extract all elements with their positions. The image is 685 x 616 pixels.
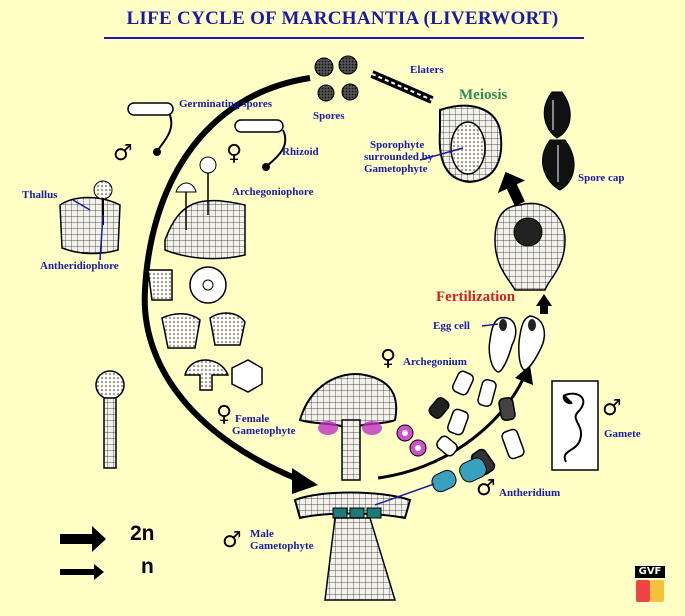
- male-symbol-icon: ♂: [113, 141, 133, 166]
- label-sporophyte-line2: surrounded by: [364, 151, 434, 163]
- spores-drawing: [314, 55, 359, 102]
- label-meiosis: Meiosis: [459, 87, 508, 103]
- male-gametophyte-drawing: [293, 483, 435, 601]
- sporophyte-drawing: [419, 104, 503, 184]
- label-female-gametophyte: Female Gametophyte: [232, 413, 296, 437]
- gvf-logo: GVF: [635, 566, 665, 604]
- label-thallus: Thallus: [22, 189, 58, 201]
- antheridiophore-plant-drawing: [59, 180, 121, 261]
- male-symbol-icon: ♂: [602, 396, 622, 421]
- logo-flower-icon: [636, 580, 650, 602]
- label-archegonium: Archegonium: [403, 356, 467, 368]
- label-sporophyte: Sporophyte surrounded by Gametophyte: [364, 139, 433, 175]
- label-elaters: Elaters: [410, 64, 444, 76]
- female-symbol-icon: ♀: [216, 402, 233, 427]
- label-germinating-spores: Germinating spores: [179, 98, 272, 110]
- label-egg-cell: Egg cell: [433, 320, 470, 332]
- label-spore-cap: Spore cap: [578, 172, 625, 184]
- archegonium-series-drawing: [428, 370, 525, 476]
- meiosis-arrow: [497, 171, 525, 207]
- stalk-drawing: [95, 370, 125, 469]
- label-sporophyte-line3: Gametophyte: [364, 163, 428, 175]
- elaters-drawing: [370, 70, 434, 104]
- label-spores: Spores: [313, 110, 345, 122]
- male-symbol-icon: ♂: [222, 528, 242, 553]
- germinating-spores-drawing: [127, 102, 287, 171]
- gamete-drawing: [551, 380, 599, 471]
- legend-haploid-label: n: [141, 555, 154, 578]
- label-male-line1: Male: [250, 528, 274, 540]
- label-male-line2: Gametophyte: [250, 540, 314, 552]
- colored-stages-drawing: [396, 424, 487, 493]
- developing-sporophyte-drawing: [494, 202, 566, 291]
- title-underline: [104, 37, 584, 39]
- life-cycle-arrow: [141, 75, 533, 494]
- male-symbol-icon: ♂: [476, 476, 496, 501]
- haploid-arrow-icon: [60, 564, 104, 580]
- female-symbol-icon: ♀: [380, 346, 397, 371]
- label-female-line1: Female: [235, 413, 270, 425]
- label-male-gametophyte: Male Gametophyte: [250, 528, 314, 552]
- gvf-logo-text: GVF: [635, 566, 665, 578]
- label-sporophyte-line1: Sporophyte: [370, 139, 425, 151]
- diagram-title: LIFE CYCLE OF MARCHANTIA (LIVERWORT): [126, 8, 559, 29]
- label-archegoniophore: Archegoniophore: [232, 186, 314, 198]
- fertilization-arrow: [536, 294, 552, 314]
- logo-tile-icon: [650, 580, 664, 602]
- label-gamete: Gamete: [604, 428, 641, 440]
- archegoniophore-plant-drawing: [164, 156, 246, 260]
- diploid-arrow-icon: [60, 526, 106, 552]
- spore-cap-drawing: [542, 91, 575, 191]
- egg-cell-drawing: [481, 315, 546, 373]
- label-fertilization: Fertilization: [436, 289, 516, 305]
- label-antheridiophore: Antheridiophore: [40, 260, 119, 272]
- female-gametophyte-drawing: [298, 373, 398, 481]
- label-female-line2: Gametophyte: [232, 425, 296, 437]
- label-rhizoid: Rhizoid: [282, 146, 319, 158]
- legend-arrows: [60, 526, 106, 580]
- label-antheridium: Antheridium: [499, 487, 561, 499]
- development-series-drawing: [147, 266, 263, 393]
- legend-diploid-label: 2n: [130, 522, 155, 545]
- female-symbol-icon: ♀: [226, 141, 243, 166]
